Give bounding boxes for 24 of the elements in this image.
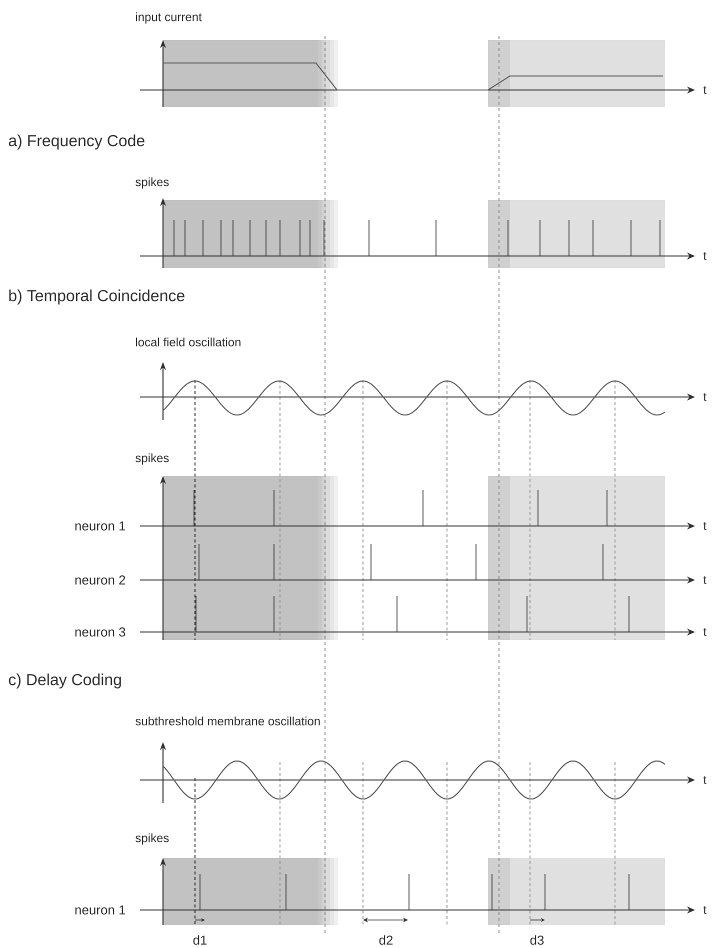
panel-heading: c) Delay Coding [8, 674, 121, 688]
axis-label: local field oscillation [136, 338, 240, 346]
panel-heading: a) Frequency Code [8, 134, 144, 150]
row-label: neuron 3 [75, 627, 126, 637]
axis-label: t [703, 252, 706, 260]
axis-label: subthreshold membrane oscillation [136, 716, 320, 726]
row-label: neuron 1 [75, 521, 126, 531]
axis-label: t [703, 86, 706, 94]
axis-label: t [703, 576, 706, 584]
axis-label: t [703, 776, 706, 784]
panel-heading: b) Temporal Coincidence [9, 290, 184, 304]
delay-label: d2 [379, 935, 393, 945]
axis-label: t [703, 906, 706, 914]
axis-label: t [703, 628, 706, 636]
axis-label: spikes [136, 177, 169, 189]
axis-label: input current [136, 12, 202, 24]
delay-label: d1 [193, 935, 207, 945]
axis-label: spikes [136, 833, 169, 845]
axis-label: spikes [136, 453, 169, 465]
axis-label: t [703, 522, 706, 530]
delay-label: d3 [530, 935, 544, 945]
row-label: neuron 2 [75, 575, 126, 585]
axis-label: t [703, 393, 706, 401]
row-label: neuron 1 [75, 905, 126, 915]
